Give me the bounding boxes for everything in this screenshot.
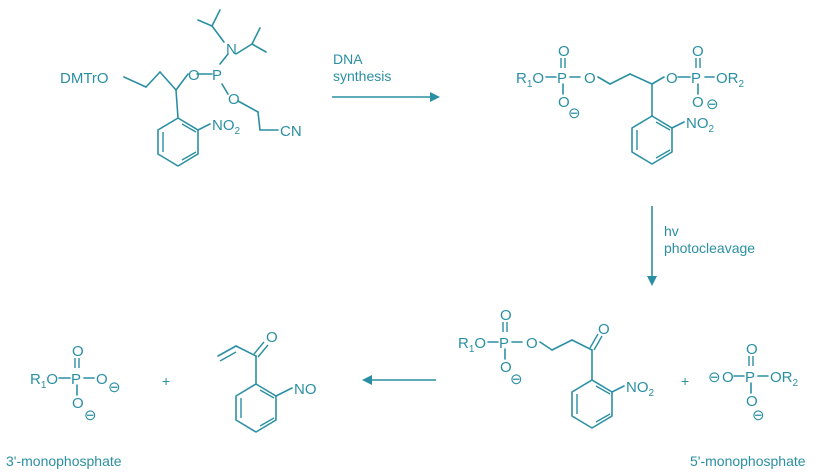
arrow-dna-synthesis: DNA synthesis <box>332 51 440 102</box>
nitroso-label: NO <box>294 381 317 398</box>
step2-label-line1: hv <box>664 223 679 239</box>
oxygen-label: O <box>72 395 84 412</box>
oxygen-label: O <box>692 94 704 111</box>
step1-label-line2: synthesis <box>333 68 391 84</box>
negative-charge: ⊖ <box>752 407 765 424</box>
nitro-label: NO2 <box>626 379 655 399</box>
step2-label-line2: photocleavage <box>664 240 755 256</box>
nitro-label: NO2 <box>212 117 241 137</box>
r1-label: R1O <box>30 371 58 391</box>
phosphorus-label: P <box>71 371 81 388</box>
negative-charge: ⊖ <box>510 371 523 388</box>
cyano-label: CN <box>280 123 302 140</box>
r2-label: OR2 <box>716 70 745 90</box>
negative-charge: ⊖ <box>108 379 121 396</box>
r1-label: R1O <box>458 335 486 355</box>
negative-charge: ⊖ <box>708 369 721 386</box>
oxygen-label: O <box>558 43 570 60</box>
oxygen-label: O <box>188 67 200 84</box>
negative-charge: ⊖ <box>706 96 719 113</box>
negative-charge: ⊖ <box>568 105 581 122</box>
oxygen-label: O <box>722 369 734 386</box>
phosphorus-label: P <box>691 70 701 87</box>
ketone-oxygen-label: O <box>266 329 278 346</box>
nitro-label: NO2 <box>686 115 715 135</box>
oxygen-label: O <box>584 70 596 87</box>
phosphorus-label: P <box>745 369 755 386</box>
plus-sign: + <box>681 373 689 389</box>
oxygen-label: O <box>228 91 240 108</box>
oxygen-label: O <box>96 371 108 388</box>
oligo-linker-structure: R1O P O O ⊖ O O P O O ⊖ OR2 NO2 <box>516 43 745 165</box>
step1-label-line1: DNA <box>333 51 363 67</box>
plus-sign: + <box>162 373 170 389</box>
phosphorus-label: P <box>212 67 222 84</box>
oxygen-label: O <box>746 341 758 358</box>
oxygen-label: O <box>500 307 512 324</box>
nitroso-byproduct-structure: O NO <box>217 329 317 433</box>
arrow-elimination <box>362 375 436 385</box>
arrow-photocleavage: hv photocleavage <box>647 206 755 286</box>
r1-label: R1O <box>516 70 544 90</box>
oxygen-label: O <box>746 393 758 410</box>
phosphorus-label: P <box>557 70 567 87</box>
three-prime-monophosphate-structure: R1O P O O O ⊖ ⊖ <box>30 343 121 424</box>
negative-charge: ⊖ <box>84 407 97 424</box>
ketone-oxygen-label: O <box>598 321 610 338</box>
ketone-intermediate-structure: R1O P O O ⊖ O O NO2 <box>458 307 655 429</box>
dmtro-label: DMTrO <box>60 70 109 87</box>
phosphoramidite-structure: DMTrO O P N O CN NO2 <box>60 9 302 167</box>
oxygen-label: O <box>72 343 84 360</box>
label-3-monophosphate: 3'-monophosphate <box>6 453 122 469</box>
nitrogen-label: N <box>226 41 237 58</box>
r2-label: OR2 <box>770 369 799 389</box>
oxygen-label: O <box>666 70 678 87</box>
five-prime-monophosphate-structure: ⊖ O P O O ⊖ OR2 <box>708 341 799 424</box>
phosphorus-label: P <box>499 335 509 352</box>
oxygen-label: O <box>558 94 570 111</box>
label-5-monophosphate: 5'-monophosphate <box>690 453 806 469</box>
oxygen-label: O <box>526 335 538 352</box>
oxygen-label: O <box>500 359 512 376</box>
oxygen-label: O <box>692 43 704 60</box>
